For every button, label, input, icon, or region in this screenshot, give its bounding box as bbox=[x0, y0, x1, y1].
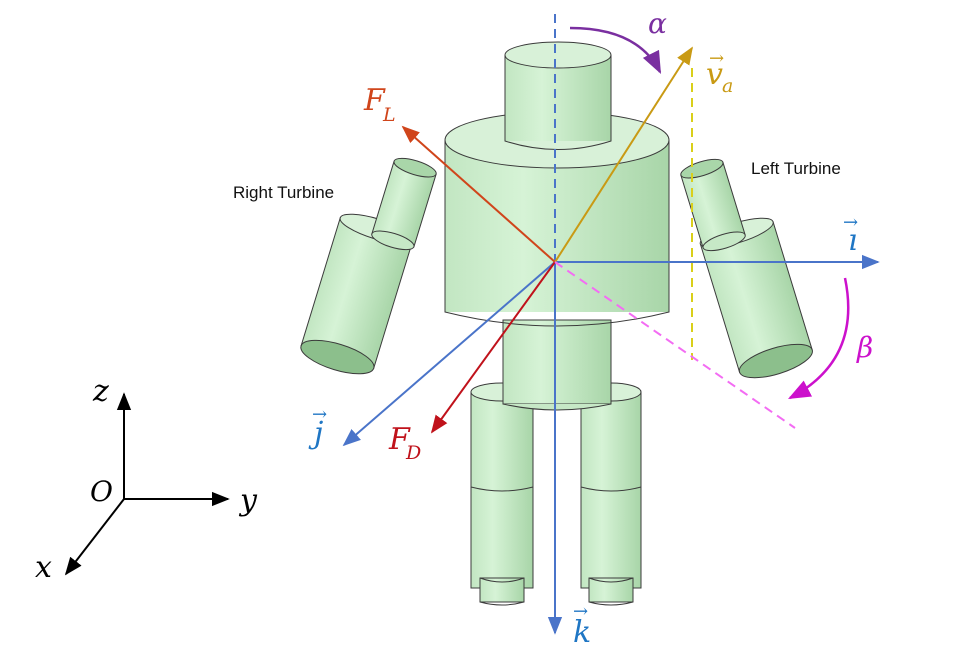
airflow-velocity-arrow bbox=[554, 46, 693, 263]
global-frame: z y x O bbox=[35, 374, 258, 585]
svg-text:→: → bbox=[573, 601, 588, 622]
svg-text:a: a bbox=[722, 75, 733, 97]
frame-x-label: x bbox=[35, 550, 52, 585]
drag-force-arrow bbox=[430, 261, 556, 434]
svg-text:L: L bbox=[382, 104, 396, 126]
frame-y-label: y bbox=[238, 483, 258, 518]
svg-text:D: D bbox=[405, 442, 421, 464]
svg-text:→: → bbox=[312, 404, 327, 425]
lift-force-arrow bbox=[401, 125, 556, 263]
alpha-rotation-arrow bbox=[569, 26, 662, 75]
beta-reference-dashed-line bbox=[554, 261, 796, 429]
j-axis-arrow bbox=[342, 261, 556, 447]
right-turbine-label: Right Turbine bbox=[233, 183, 334, 202]
right-leg bbox=[580, 382, 642, 606]
svg-text:→: → bbox=[843, 212, 858, 233]
j-unit-label: → j bbox=[308, 404, 327, 451]
head-cylinder bbox=[504, 41, 612, 150]
left-turbine bbox=[680, 158, 813, 379]
svg-text:k: k bbox=[573, 615, 591, 650]
frame-x-axis bbox=[64, 498, 125, 576]
svg-text:F: F bbox=[388, 422, 411, 457]
svg-text:ı: ı bbox=[848, 223, 858, 258]
svg-text:F: F bbox=[363, 83, 386, 118]
right-turbine bbox=[300, 157, 437, 375]
waist-cylinder bbox=[502, 319, 612, 411]
alpha-symbol: α bbox=[648, 7, 667, 40]
lift-force-label: F L bbox=[363, 83, 396, 126]
svg-text:v: v bbox=[706, 57, 723, 92]
beta-rotation-arrow bbox=[788, 277, 850, 400]
left-turbine-label: Left Turbine bbox=[751, 159, 841, 178]
frame-origin-label: O bbox=[90, 475, 113, 508]
frame-z-label: z bbox=[92, 374, 109, 409]
airflow-velocity-label: → v a bbox=[706, 48, 733, 97]
i-unit-label: → ı bbox=[843, 212, 858, 258]
left-leg bbox=[470, 382, 534, 606]
k-unit-label: → k bbox=[573, 601, 591, 650]
drag-force-label: F D bbox=[388, 422, 421, 464]
torso-cylinder bbox=[444, 111, 670, 327]
svg-text:→: → bbox=[709, 48, 724, 69]
svg-text:j: j bbox=[308, 416, 323, 451]
beta-symbol: β bbox=[856, 331, 873, 364]
